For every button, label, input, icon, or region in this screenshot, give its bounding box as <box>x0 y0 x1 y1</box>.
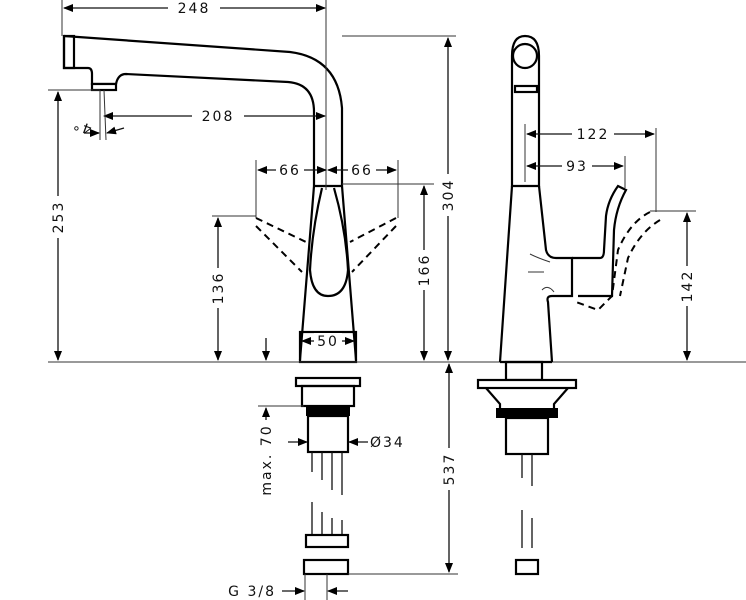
dim-g-3-8: G 3/8 <box>228 584 276 600</box>
lever-swing-left <box>255 217 307 273</box>
dim-50: 50 <box>317 334 339 350</box>
side-spout <box>510 34 541 188</box>
dim-248: 248 <box>178 1 211 17</box>
spout-outline <box>62 36 316 186</box>
lever-swing-right <box>349 217 397 273</box>
hoses-upper <box>311 452 343 495</box>
side-lever-swing <box>575 211 661 312</box>
shank <box>306 414 350 454</box>
side-body <box>498 185 574 364</box>
hose-nuts <box>302 558 350 576</box>
dim-537: 537 <box>442 453 458 486</box>
dim-122: 122 <box>577 127 610 143</box>
side-shank <box>504 416 550 456</box>
side-base <box>504 360 544 382</box>
side-aerator <box>513 84 539 94</box>
dim-diameter-34: Ø34 <box>370 435 405 451</box>
front-view: 248 208 4° 253 304 66 66 136 <box>48 0 746 600</box>
dim-66-left: 66 <box>279 163 301 179</box>
dim-208: 208 <box>202 109 235 125</box>
side-hose-nuts <box>514 558 540 576</box>
hoses-lower <box>311 502 343 535</box>
hose-fittings <box>304 533 350 549</box>
dim-136: 136 <box>211 272 227 305</box>
dim-142: 142 <box>680 270 696 303</box>
lever-teardrop <box>308 187 350 298</box>
aerator <box>90 82 118 92</box>
side-flange <box>476 378 578 390</box>
dim-253: 253 <box>51 201 67 234</box>
mount-flange <box>294 376 362 388</box>
mount-thread <box>306 406 350 416</box>
dim-66-right: 66 <box>351 163 373 179</box>
dim-93: 93 <box>566 159 588 175</box>
spout-top-outline <box>63 34 344 186</box>
side-thread <box>496 408 558 418</box>
dim-angle: 4° <box>70 115 94 137</box>
dim-304: 304 <box>441 179 457 212</box>
side-view: 122 93 142 <box>476 34 696 576</box>
dim-166: 166 <box>417 254 433 287</box>
spout-tip <box>62 34 76 70</box>
side-spout-top <box>511 42 539 70</box>
side-lever <box>572 184 628 298</box>
mount-nut <box>300 384 356 408</box>
dim-max-70: max. 70 <box>259 424 275 495</box>
